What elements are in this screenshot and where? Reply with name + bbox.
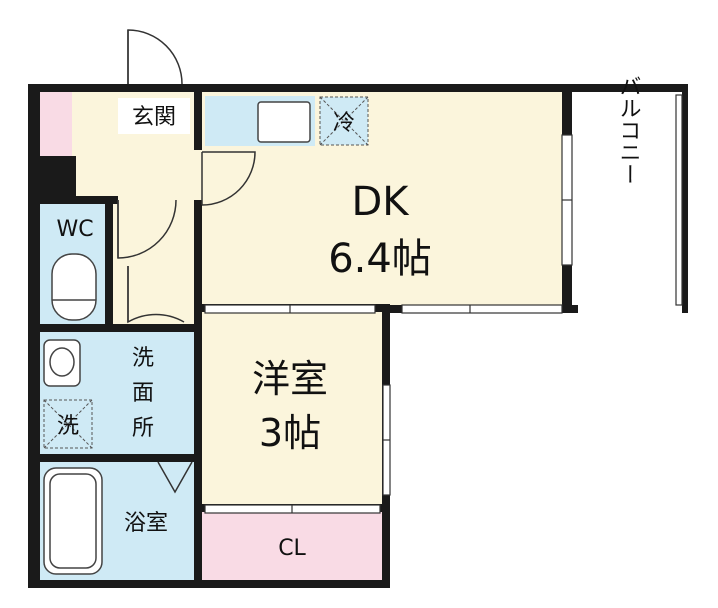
western-room bbox=[200, 310, 385, 510]
dk-size-label: 6.4帖 bbox=[328, 236, 432, 282]
western-room-size-label: 3帖 bbox=[259, 411, 321, 455]
genkan-label-box bbox=[118, 98, 190, 134]
refrigerator-label: 冷 bbox=[333, 111, 355, 136]
genkan-label: 玄関 bbox=[132, 105, 176, 130]
balcony-label: バルコニー bbox=[616, 75, 641, 185]
closet-room bbox=[200, 510, 385, 580]
closet-label: CL bbox=[278, 536, 306, 561]
sliding-doors bbox=[204, 94, 683, 514]
washer-label: 洗 bbox=[57, 414, 79, 439]
western-room-name-label: 洋室 bbox=[252, 357, 328, 401]
washroom-label-2: 面 bbox=[132, 381, 154, 406]
balcony bbox=[570, 90, 685, 310]
wc-label: WC bbox=[56, 217, 93, 242]
dk-name-label: DK bbox=[351, 179, 410, 225]
entrance-strip-pink bbox=[40, 90, 72, 160]
doors bbox=[117, 29, 256, 494]
fixtures bbox=[43, 96, 369, 575]
labels: 玄関 冷 DK 6.4帖 WC 洗 面 所 洗 洋室 3帖 浴室 CL バルコニ… bbox=[56, 75, 640, 561]
washroom-label-1: 洗 bbox=[132, 346, 154, 371]
washroom-label-3: 所 bbox=[132, 416, 154, 441]
hall-area bbox=[110, 200, 200, 330]
bathroom-label: 浴室 bbox=[124, 511, 168, 536]
